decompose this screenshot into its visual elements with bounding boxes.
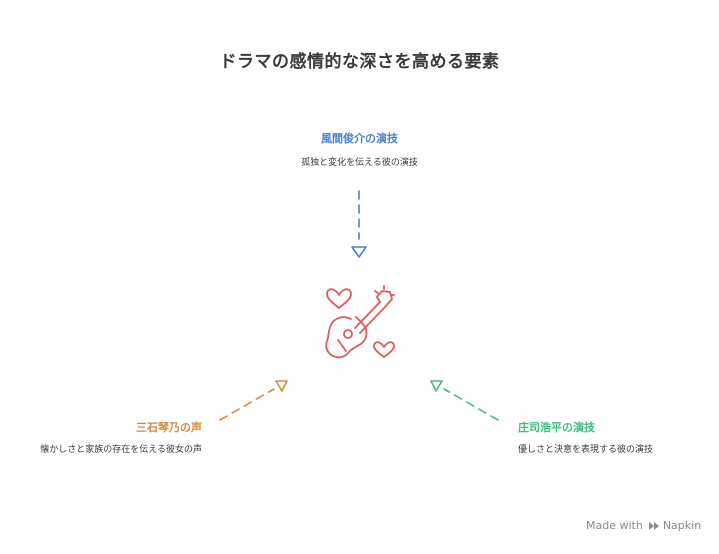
diagram-title: ドラマの感情的な深さを高める要素 [219,52,500,72]
napkin-credit[interactable]: Made with Napkin [586,519,701,532]
left-node-title: 三石琴乃の声 [136,421,202,434]
top-node-description: 孤独と変化を伝える彼の演技 [301,158,418,168]
right-node-description: 優しさと決意を表現する彼の演技 [518,445,654,455]
right-node-title: 庄司浩平の演技 [518,421,595,434]
top-node-title: 風間俊介の演技 [321,132,398,145]
left-node-description: 懐かしさと家族の存在を伝える彼女の声 [40,445,202,455]
top-arrow [351,190,367,258]
made-with-label: Made with [586,519,643,532]
guitar-hearts-icon [325,285,395,359]
left-arrow [219,380,288,421]
napkin-brand-label: Napkin [662,519,702,532]
right-arrow [430,380,499,421]
napkin-logo-icon [648,520,660,532]
